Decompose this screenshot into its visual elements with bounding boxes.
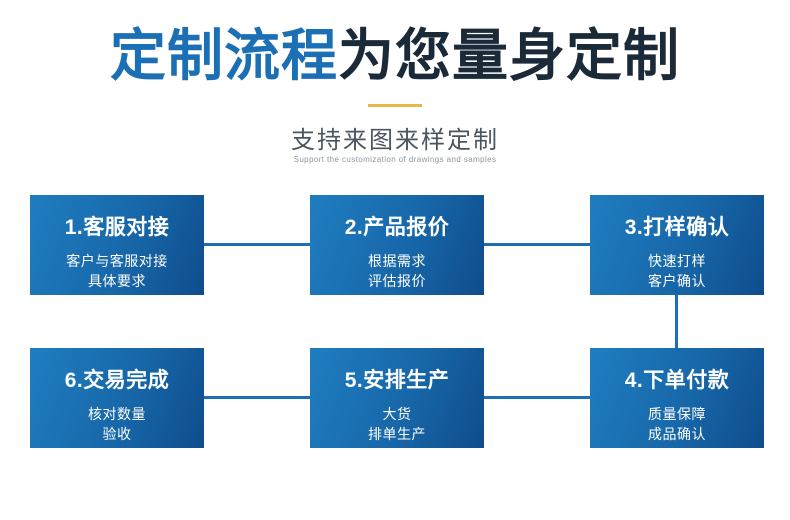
- flow-step-5-title: 5.安排生产: [344, 369, 450, 392]
- flow-step-4-line2: 成品确认: [648, 426, 706, 442]
- flow-step-3-line2: 客户确认: [648, 273, 706, 289]
- flow-step-2-line1: 根据需求: [368, 253, 426, 269]
- connector-step2-step3: [484, 243, 590, 246]
- flow-step-4-line1: 质量保障: [648, 406, 706, 422]
- page-subtitle: 支持来图来样定制: [291, 127, 499, 154]
- flow-step-5-line2: 排单生产: [368, 426, 426, 442]
- flow-step-2-line2: 评估报价: [368, 273, 426, 289]
- flow-step-5: 5.安排生产 大货 排单生产: [310, 348, 484, 448]
- connector-step4-step5: [484, 396, 590, 399]
- flow-step-2: 2.产品报价 根据需求 评估报价: [310, 195, 484, 295]
- flow-step-5-line1: 大货: [382, 406, 412, 422]
- connector-step5-step6: [204, 396, 310, 399]
- flow-step-1-title: 1.客服对接: [64, 216, 170, 239]
- flow-step-1-line1: 客户与客服对接: [66, 253, 168, 269]
- flow-step-4-title: 4.下单付款: [624, 369, 730, 392]
- connector-step3-step4: [675, 295, 678, 348]
- page-subtitle-english: Support the customization of drawings an…: [293, 155, 497, 164]
- flow-step-4: 4.下单付款 质量保障 成品确认: [590, 348, 764, 448]
- flow-step-1: 1.客服对接 客户与客服对接 具体要求: [30, 195, 204, 295]
- flow-step-3-line1: 快速打样: [648, 253, 706, 269]
- flow-step-2-title: 2.产品报价: [344, 216, 450, 239]
- page-title: 定制流程为您量身定制: [0, 28, 790, 84]
- connector-step1-step2: [204, 243, 310, 246]
- flow-step-6-line2: 验收: [102, 426, 132, 442]
- flow-step-3-title: 3.打样确认: [624, 216, 730, 239]
- flow-step-3: 3.打样确认 快速打样 客户确认: [590, 195, 764, 295]
- flow-step-6-title: 6.交易完成: [64, 369, 170, 392]
- page-title-highlight: 定制流程: [110, 24, 338, 87]
- flow-step-1-line2: 具体要求: [88, 273, 146, 289]
- flow-step-6: 6.交易完成 核对数量 验收: [30, 348, 204, 448]
- flow-step-6-line1: 核对数量: [88, 406, 146, 422]
- title-underline-divider: [368, 104, 422, 107]
- page-title-rest: 为您量身定制: [338, 24, 680, 87]
